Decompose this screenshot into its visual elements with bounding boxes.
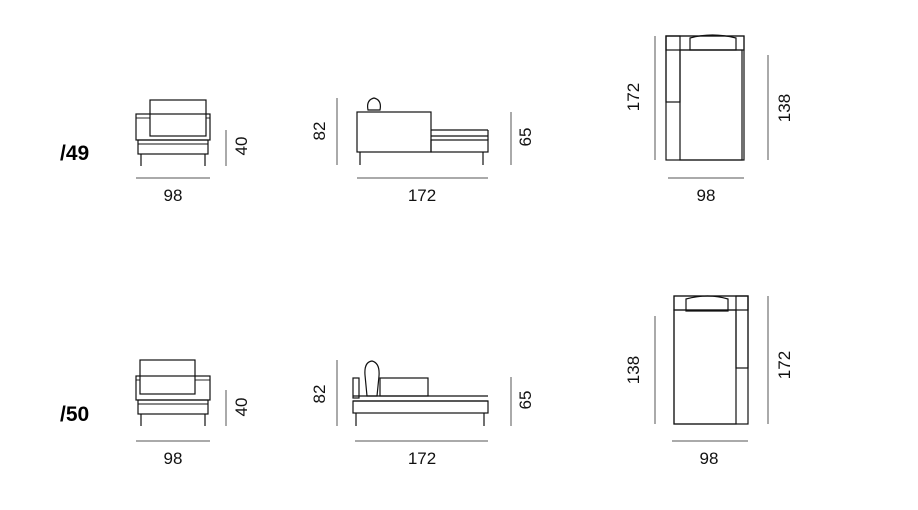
model-code-49: /49 bbox=[60, 142, 89, 165]
svg-text:82: 82 bbox=[310, 385, 329, 404]
front-view-50 bbox=[135, 359, 211, 426]
svg-text:98: 98 bbox=[164, 449, 183, 468]
dimension-side-back-height-50: 82 bbox=[310, 360, 338, 426]
svg-text:172: 172 bbox=[624, 83, 643, 111]
svg-text:40: 40 bbox=[232, 398, 251, 417]
svg-text:40: 40 bbox=[232, 137, 251, 156]
dimension-top-left-length-49: 172 bbox=[624, 36, 656, 160]
svg-text:172: 172 bbox=[775, 351, 794, 379]
dimension-top-right-length-50: 172 bbox=[767, 296, 794, 424]
svg-text:98: 98 bbox=[700, 449, 719, 468]
top-view-49 bbox=[665, 34, 745, 161]
svg-text:98: 98 bbox=[697, 186, 716, 205]
dimension-front-width-50: 98 bbox=[136, 440, 210, 468]
dimension-side-length-50: 172 bbox=[355, 440, 488, 468]
side-view-49 bbox=[356, 97, 489, 165]
svg-text:98: 98 bbox=[164, 186, 183, 205]
dimension-front-height-49: 40 bbox=[225, 130, 251, 166]
svg-text:172: 172 bbox=[408, 449, 436, 468]
dimension-top-width-50: 98 bbox=[672, 440, 748, 468]
dimension-side-back-height-49: 82 bbox=[310, 98, 338, 165]
dimension-front-height-50: 40 bbox=[225, 390, 251, 426]
dimension-front-width-49: 98 bbox=[136, 177, 210, 205]
front-view-49 bbox=[135, 99, 211, 166]
svg-text:65: 65 bbox=[516, 128, 535, 147]
model-code-50: /50 bbox=[60, 403, 89, 426]
dimension-top-right-length-49: 138 bbox=[767, 55, 794, 160]
dimension-side-seat-height-49: 65 bbox=[510, 112, 535, 165]
svg-text:172: 172 bbox=[408, 186, 436, 205]
dimension-side-seat-height-50: 65 bbox=[510, 377, 535, 426]
dimension-top-left-length-50: 138 bbox=[624, 316, 656, 424]
svg-text:65: 65 bbox=[516, 391, 535, 410]
svg-text:82: 82 bbox=[310, 122, 329, 141]
dimension-top-width-49: 98 bbox=[668, 177, 744, 205]
svg-text:138: 138 bbox=[775, 94, 794, 122]
top-view-50 bbox=[673, 295, 749, 425]
svg-text:138: 138 bbox=[624, 356, 643, 384]
dimension-side-length-49: 172 bbox=[357, 177, 488, 205]
side-view-50 bbox=[352, 360, 489, 426]
